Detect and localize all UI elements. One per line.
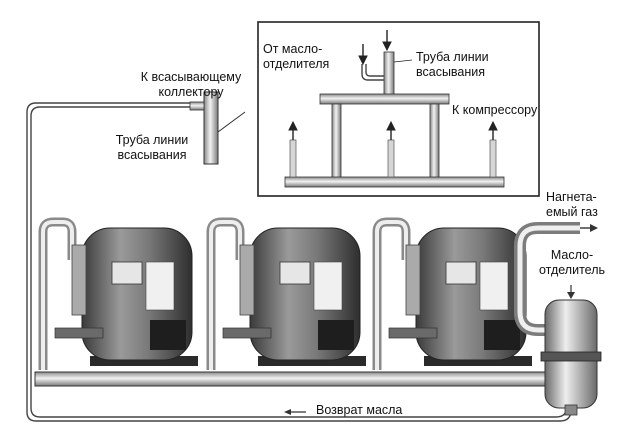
suction-header-pipe	[34, 371, 552, 387]
label-oil-return: Возврат масла	[316, 403, 403, 417]
discharge-arrow	[580, 224, 598, 232]
compressor-loops	[38, 217, 411, 370]
compressor-2	[222, 227, 366, 366]
label-oil-separator: Масло- отделитель	[538, 248, 606, 277]
discharge-pipe	[514, 222, 580, 336]
label-from-oil-separator: От масло- отделителя	[263, 42, 330, 71]
label-to-compressor: К компрессору	[452, 103, 538, 117]
label-suction-pipe-inset: Труба линии всасывания	[416, 50, 489, 79]
inset-flow-arrows	[288, 30, 498, 140]
inset-manifold	[284, 51, 505, 188]
oil-separator-vessel	[540, 285, 602, 416]
suction-pipe-tee	[189, 91, 246, 165]
oil-return-arrow	[284, 409, 306, 415]
compressor-3	[388, 227, 532, 366]
label-suction-pipe-left: Труба линии всасывания	[115, 133, 189, 162]
label-to-suction-header: К всасывающему коллектору	[140, 70, 242, 99]
label-discharge-gas: Нагнета- емый газ	[546, 190, 598, 219]
compressor-1	[54, 227, 198, 366]
